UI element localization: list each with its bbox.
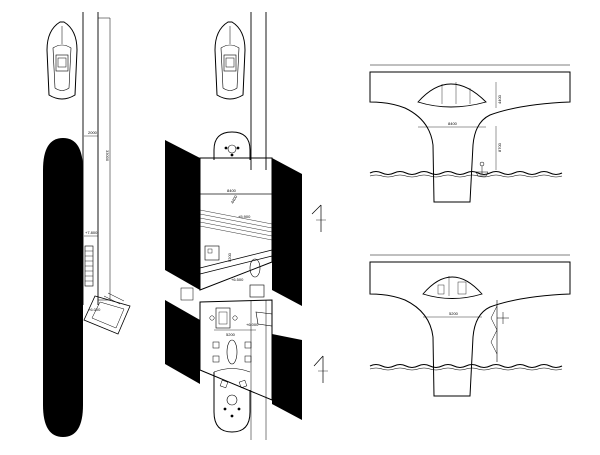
- plan-middle: 8400 4400 +5.900 5200 +6.500 +6.000 5200: [165, 12, 328, 440]
- deck-end-top: [213, 131, 251, 160]
- level-5900: +5.900: [238, 214, 251, 219]
- boat-middle: [214, 21, 246, 100]
- dim-diag-4400: 4400: [230, 194, 239, 205]
- wing-lower-left: [165, 300, 200, 384]
- hull-roof-left: [43, 138, 83, 437]
- wing-lower-right: [272, 334, 302, 420]
- plan-left: 2000 33000 +7.800 +6.000: [43, 12, 131, 437]
- section-top: 8400 4400 8700: [369, 64, 571, 203]
- level-6000-middle: +6.000: [246, 322, 259, 327]
- stair-left: [84, 245, 94, 287]
- dim-width-2000: 2000: [88, 130, 98, 135]
- water-line-bottom: [369, 363, 563, 369]
- landing-left: [83, 292, 131, 335]
- level-6500: +6.500: [231, 277, 244, 282]
- lower-deck-outline: [199, 299, 273, 401]
- dim-stair-5200: 5200: [227, 252, 232, 262]
- boat-left: [46, 21, 78, 100]
- dim-deck-8400: 8400: [227, 188, 237, 193]
- dim-lower-5200: 5200: [226, 332, 236, 337]
- section-top-dim-4400: 4400: [497, 94, 502, 104]
- section-top-dim-8400: 8400: [448, 121, 458, 126]
- section-marker-b: [313, 355, 328, 383]
- section-marker-a: [311, 204, 326, 232]
- water-line-top: [369, 170, 563, 176]
- section-bottom-dim-5200: 5200: [449, 311, 459, 316]
- level-7800: +7.800: [85, 230, 98, 235]
- wing-upper-right: [272, 158, 302, 306]
- section-bottom: 5200: [369, 254, 571, 397]
- deck-end-bottom: [213, 368, 251, 433]
- dim-length-33000: 33000: [105, 150, 110, 162]
- section-top-dim-8700: 8700: [497, 142, 502, 152]
- wing-upper-left: [165, 140, 200, 290]
- level-6000-left: +6.000: [88, 307, 101, 312]
